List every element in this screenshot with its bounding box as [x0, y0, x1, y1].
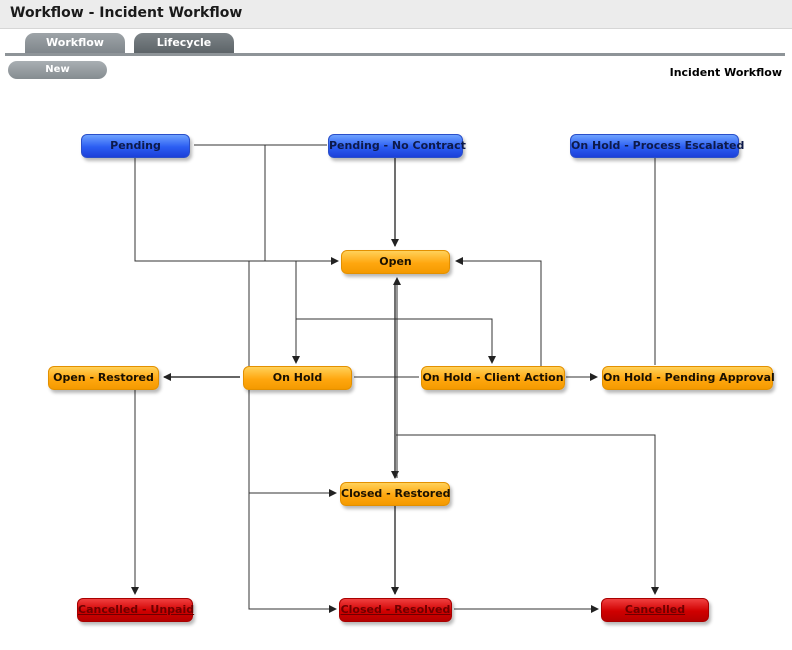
state-on-hold[interactable]: On Hold [243, 366, 352, 390]
new-button[interactable]: New [8, 61, 107, 79]
diagram-title: Incident Workflow [669, 66, 782, 79]
edge-pending-open [134, 157, 339, 265]
state-pending-no-contract[interactable]: Pending - No Contract [328, 134, 466, 158]
state-cancelled-unpaid[interactable]: Cancelled - Unpaid [77, 598, 194, 622]
window-title: Workflow - Incident Workflow [10, 5, 243, 21]
state-open[interactable]: Open [341, 250, 450, 274]
edge-clientaction-open [455, 257, 542, 366]
edge-onhold-closedresolved [248, 493, 337, 613]
tab-workflow[interactable]: Workflow [25, 33, 125, 53]
edge-onhold-closedrestored [248, 389, 337, 497]
state-pending[interactable]: Pending [81, 134, 190, 158]
state-on-hold-pending-approval[interactable]: On Hold - Pending Approval [602, 366, 775, 390]
window-titlebar: Workflow - Incident Workflow [0, 0, 792, 29]
edge-pending-onhold [194, 144, 266, 261]
state-closed-resolved[interactable]: Closed - Resolved [339, 598, 452, 622]
state-on-hold-client-action[interactable]: On Hold - Client Action [421, 366, 565, 390]
state-open-restored[interactable]: Open - Restored [48, 366, 159, 390]
tab-underline [5, 53, 785, 56]
edge-to-clientaction [296, 318, 496, 364]
edge-open-cancelled [396, 434, 659, 595]
state-closed-restored[interactable]: Closed - Restored [340, 482, 451, 506]
state-on-hold-process-escalated[interactable]: On Hold - Process Escalated [570, 134, 744, 158]
tab-lifecycle[interactable]: Lifecycle [134, 33, 234, 53]
state-cancelled[interactable]: Cancelled [601, 598, 709, 622]
